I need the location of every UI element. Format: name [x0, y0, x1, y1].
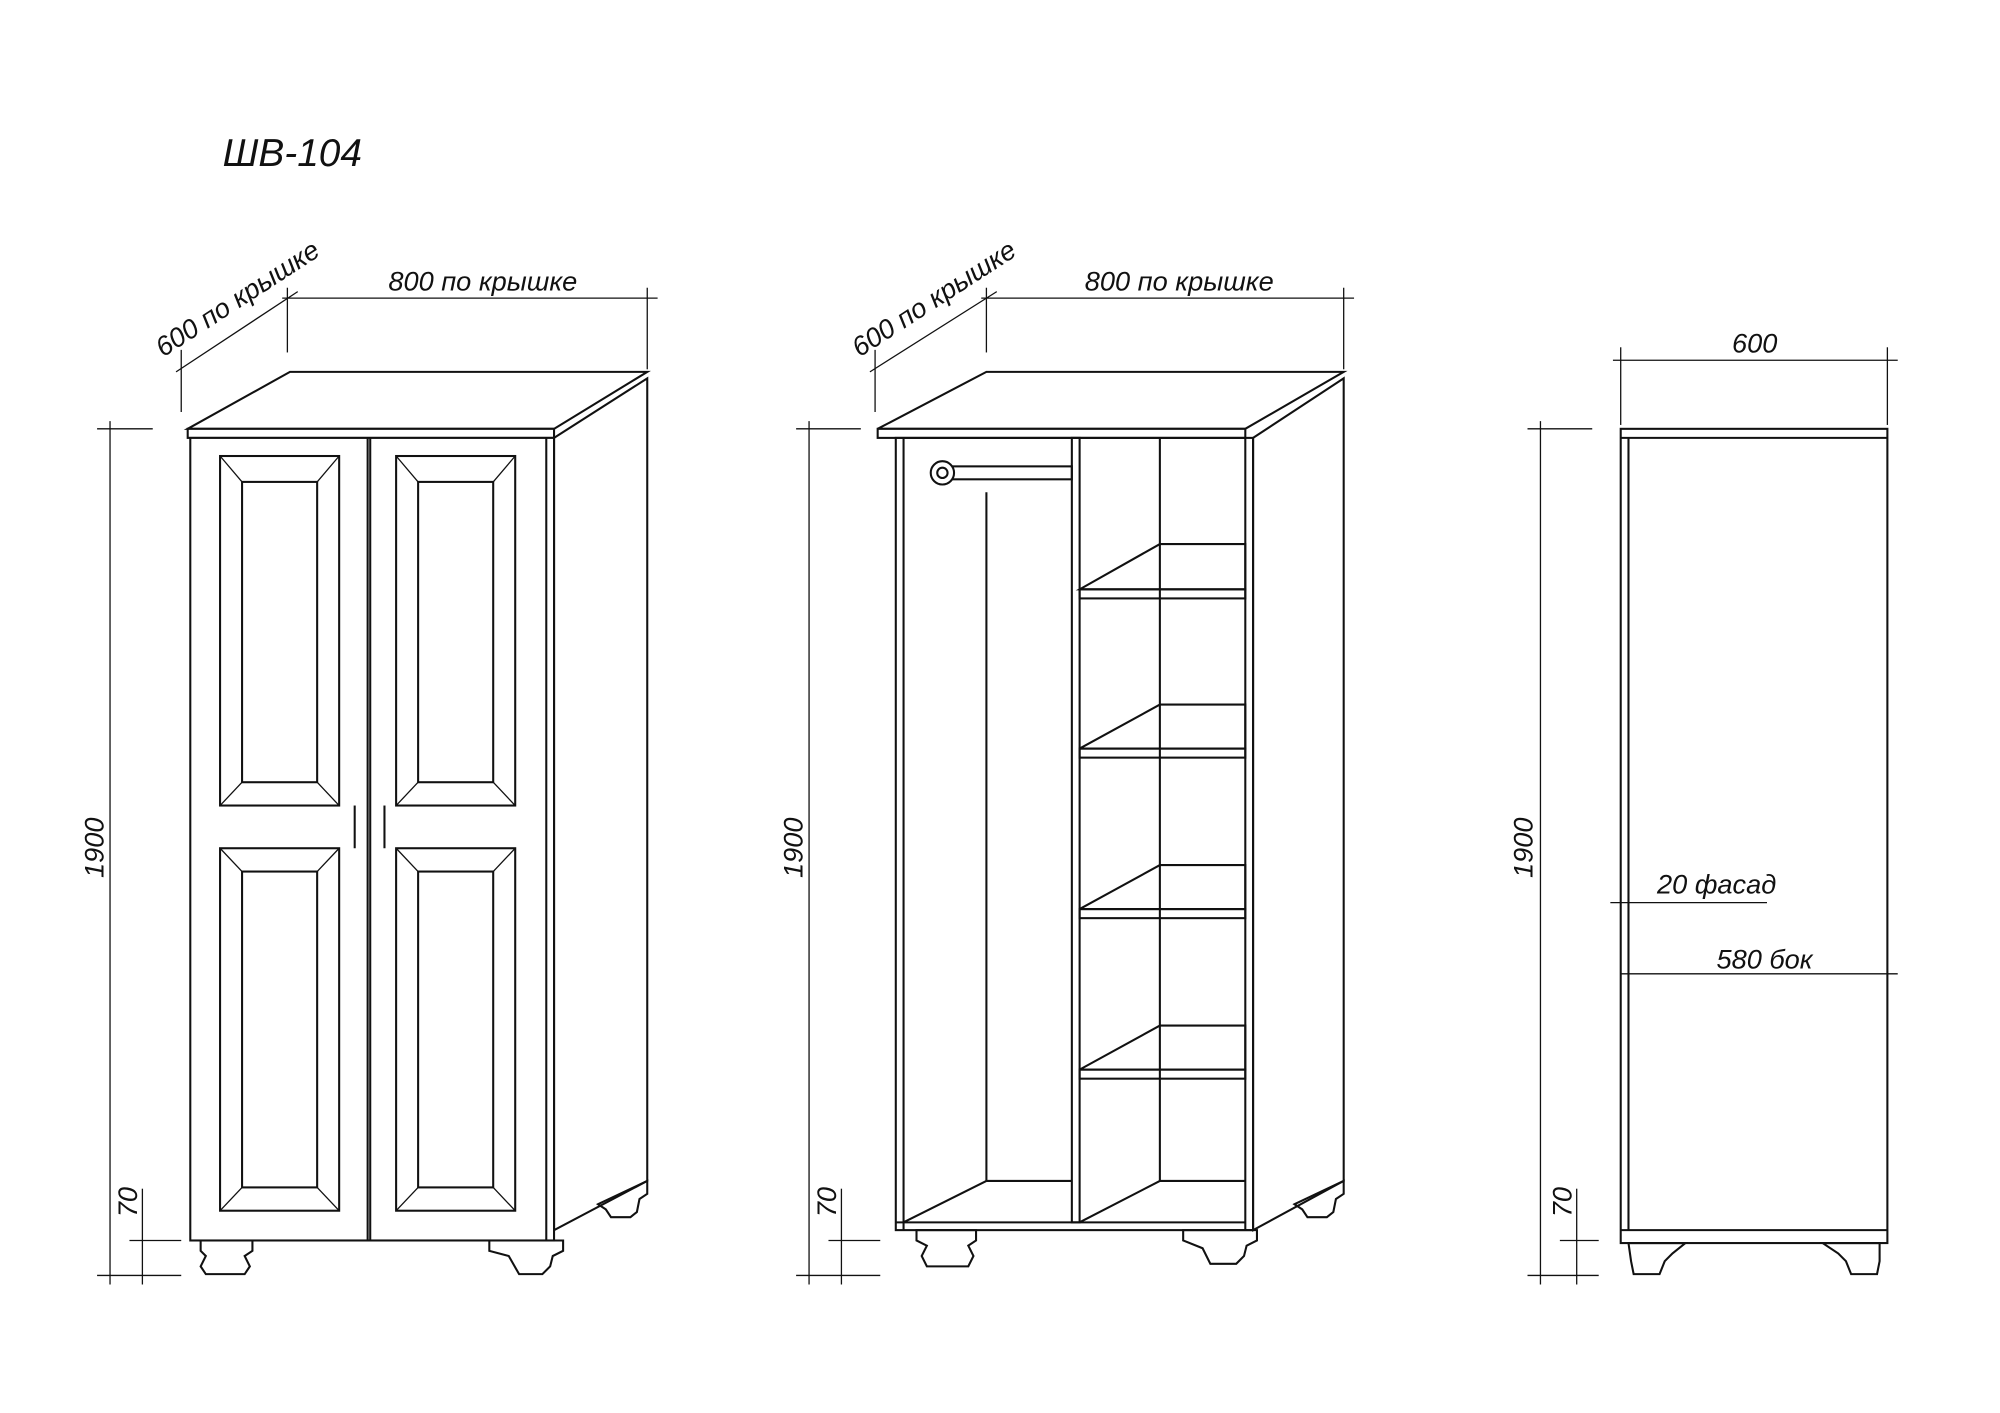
leg — [199, 1239, 254, 1276]
carcass — [894, 436, 1255, 1232]
depth-dimension-label: 600 — [1732, 327, 1777, 358]
leg — [595, 1179, 649, 1219]
leg — [1292, 1179, 1345, 1219]
top-slab-edge — [186, 427, 556, 439]
leg — [1182, 1229, 1258, 1265]
leg-height-label: 70 — [112, 1187, 143, 1217]
open-wardrobe-view: 800 по крышке 600 по крышке 1900 70 — [778, 234, 1355, 1285]
side-dimension-label: 580 бок — [1717, 944, 1814, 975]
hanging-rail — [941, 465, 1073, 481]
side-view: 600 20 фасад 580 бок 1900 70 — [1508, 327, 1898, 1285]
rail-holder — [929, 460, 956, 486]
width-dimension-label: 800 по крышке — [388, 265, 577, 296]
leg — [488, 1239, 565, 1276]
height-dimension-label: 1900 — [1508, 818, 1539, 878]
leg — [1819, 1242, 1881, 1276]
side-panel — [1252, 376, 1345, 1232]
carcass-front — [189, 436, 556, 1242]
height-dimension-label: 1900 — [79, 818, 110, 878]
top-slab — [877, 370, 1348, 430]
leg — [915, 1229, 978, 1268]
facade-dimension-label: 20 фасад — [1656, 869, 1776, 900]
shelves — [1075, 543, 1247, 1080]
side-panel — [553, 376, 649, 1232]
closed-wardrobe-view: 800 по крышке 600 по крышке 1900 70 — [79, 234, 658, 1285]
leg-height-label: 70 — [811, 1187, 842, 1217]
height-dimension-label: 1900 — [778, 818, 809, 878]
divider — [1070, 436, 1081, 1224]
top-slab-edge — [876, 427, 1247, 439]
leg — [1627, 1242, 1689, 1276]
door-panels — [219, 454, 517, 1212]
leg-height-label: 70 — [1547, 1187, 1578, 1217]
side-panel — [1619, 427, 1889, 1245]
drawing-title: ШВ-104 — [223, 132, 362, 175]
top-slab — [183, 370, 651, 430]
width-dimension-label: 800 по крышке — [1085, 265, 1274, 296]
